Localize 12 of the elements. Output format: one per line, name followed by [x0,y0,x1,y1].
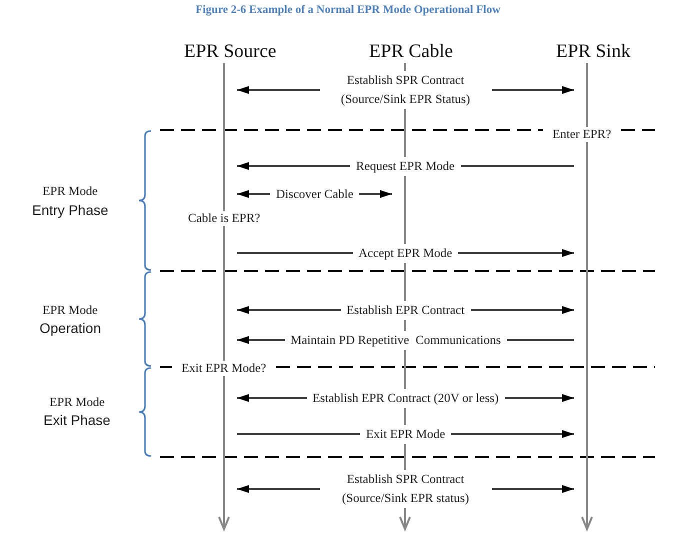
edge-label: Establish EPR Contract (20V or less) [306,388,505,408]
edge-label: Establish EPR Contract [340,300,471,320]
phase-label: Operation [40,320,101,336]
figure-title: Figure 2-6 Example of a Normal EPR Mode Operational Flow [194,4,502,16]
edge-label: Maintain PD Repetitive Communications [284,330,507,350]
phase-label: Entry Phase [32,202,108,218]
edge-label: Establish SPR Contract (Source/Sink EPR Status) [320,71,492,109]
phase-label: Exit Phase [44,412,110,428]
edge-label: Accept EPR Mode [352,244,458,262]
edge-label: Establish SPR Contract (Source/Sink EPR status) [320,470,492,508]
edge-label: Request EPR Mode [350,156,461,176]
edge-label: Exit EPR Mode [360,424,452,444]
